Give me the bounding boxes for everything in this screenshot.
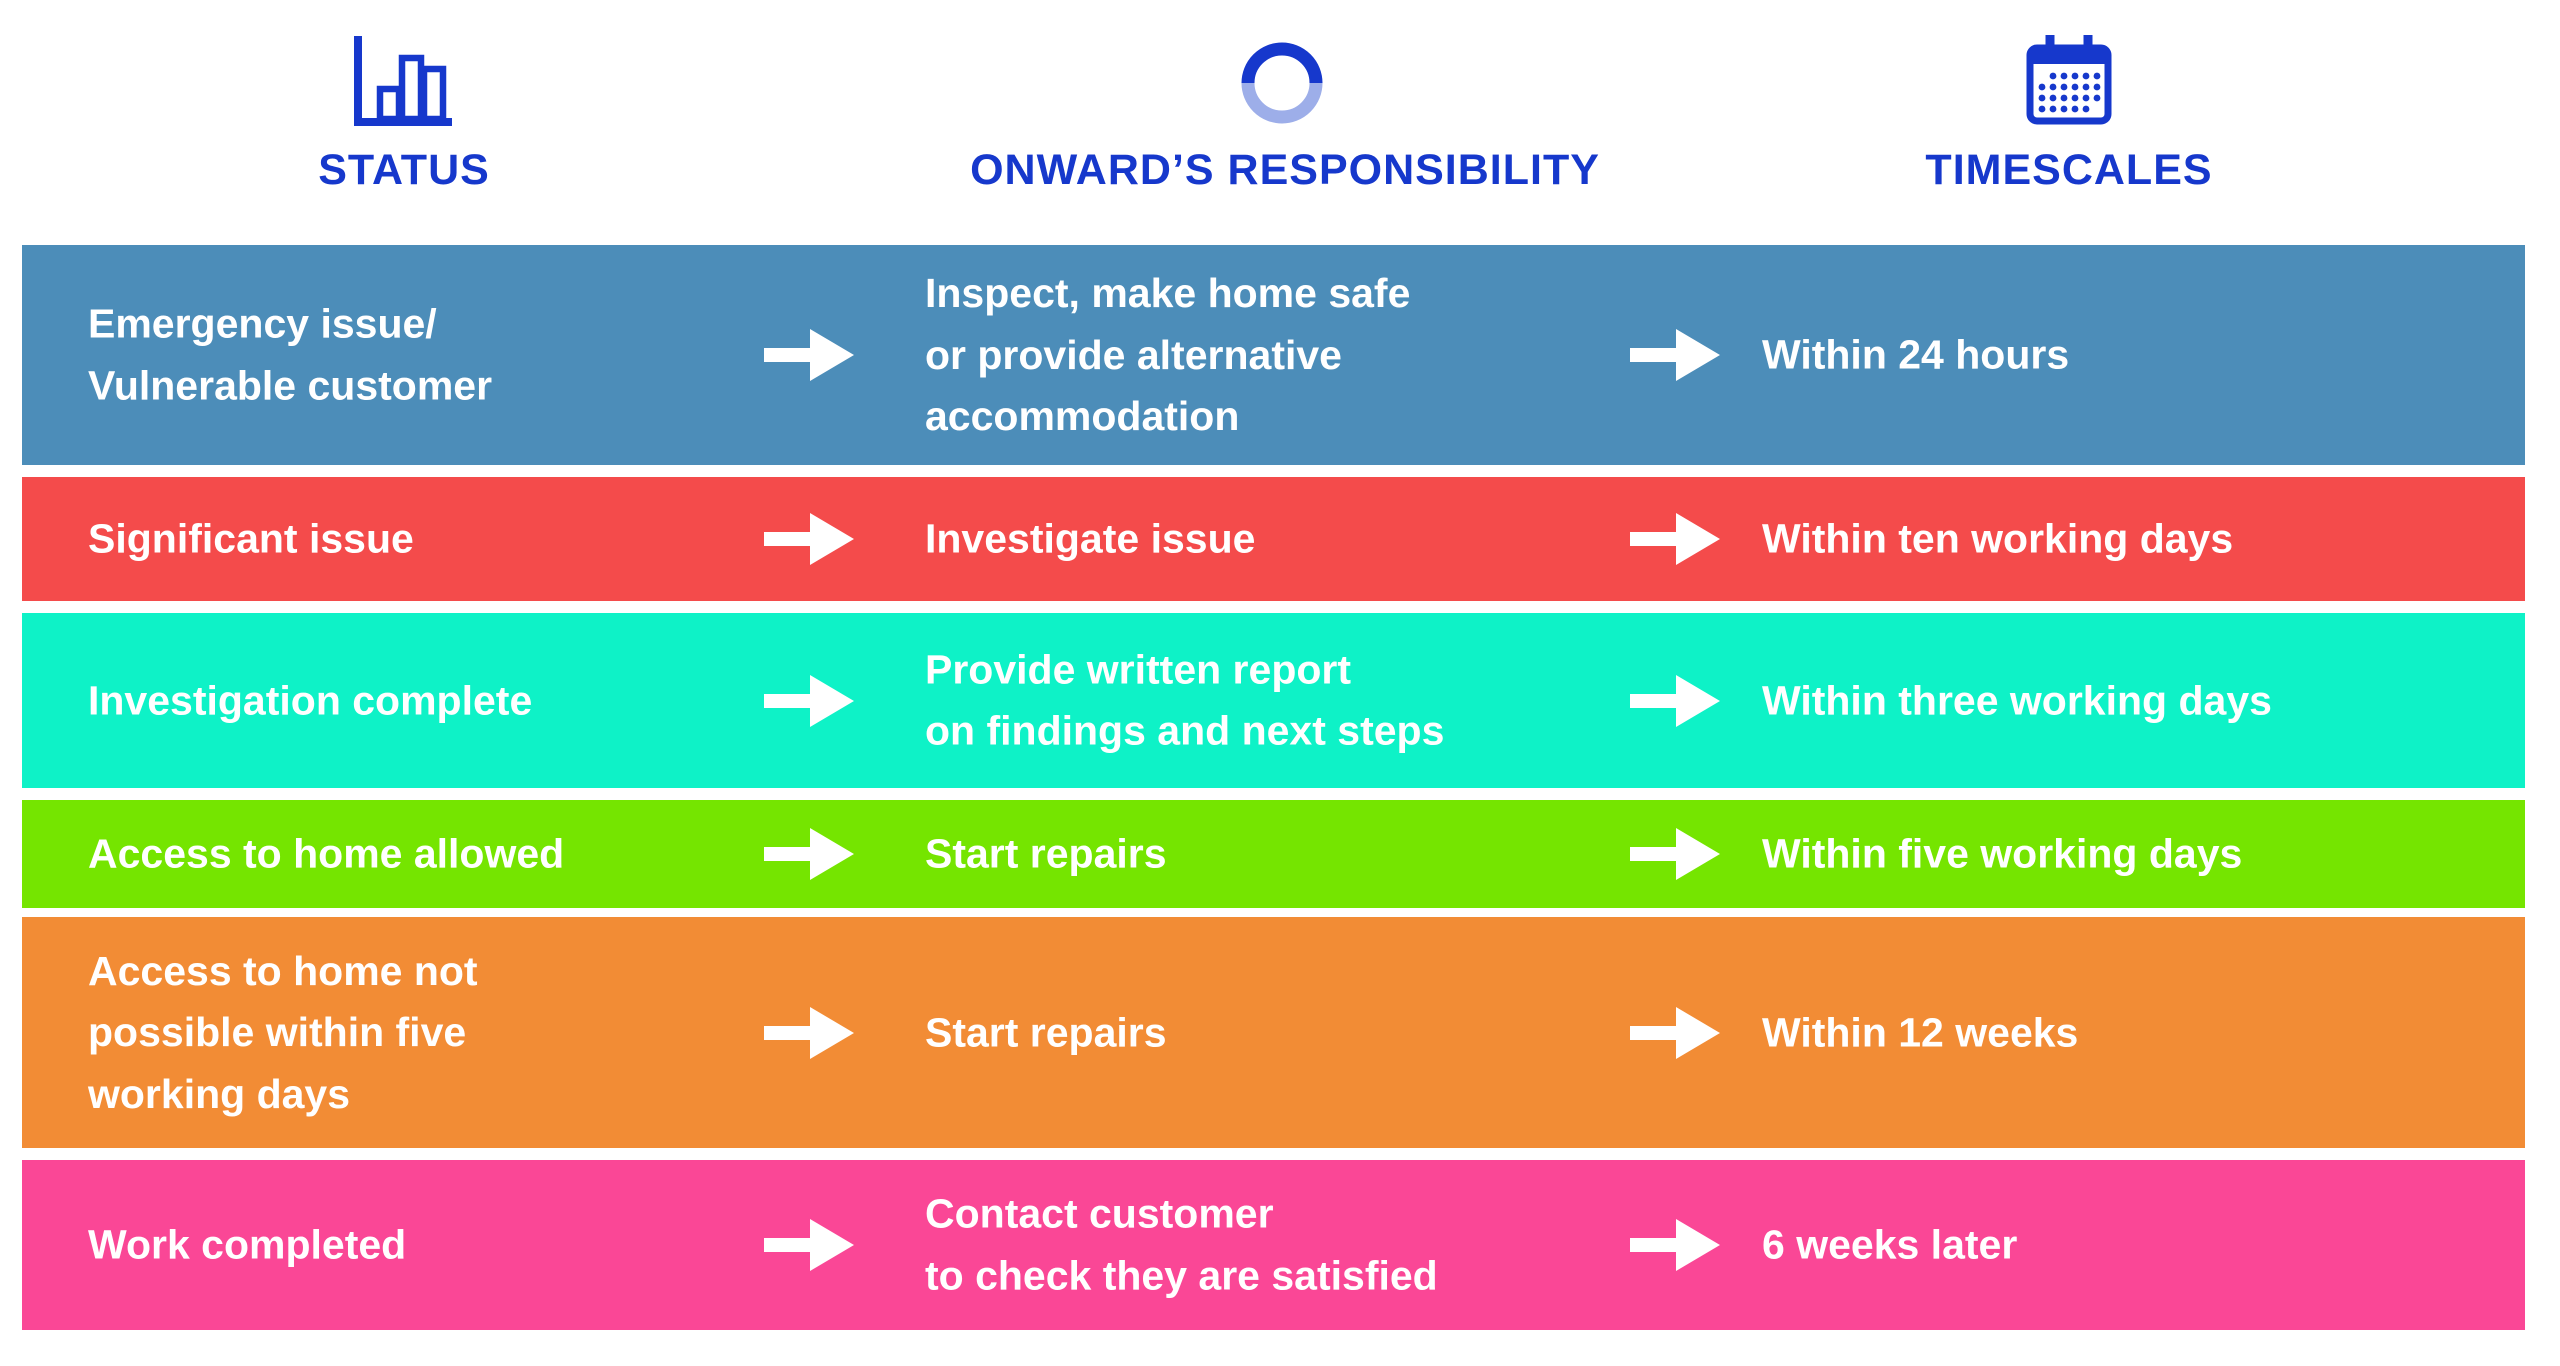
arrow-right-icon	[1630, 509, 1720, 569]
arrow-right-icon	[764, 1215, 854, 1275]
timescale-cell: Within three working days	[1762, 676, 2272, 723]
timescale-cell: Within five working days	[1762, 830, 2243, 877]
timescale-cell: Within 24 hours	[1762, 331, 2070, 378]
responsibility-cell: Investigate issue	[925, 515, 1256, 562]
status-cell: Work completed	[88, 1221, 407, 1268]
arrow-right-icon	[1630, 824, 1720, 884]
table-row-access-allowed: Access to home allowed Start repairs Wit…	[22, 800, 2525, 908]
progress-ring-icon	[1240, 41, 1324, 125]
arrow-right-icon	[764, 824, 854, 884]
arrow-right-icon	[764, 671, 854, 731]
responsibility-cell: Contact customer to check they are satis…	[925, 1190, 1438, 1299]
table-row-access-not-possible: Access to home not possible within five …	[22, 917, 2525, 1148]
column-header-responsibility: ONWARD’S RESPONSIBILITY	[970, 146, 1600, 194]
table-row-investigation: Investigation complete Provide written r…	[22, 613, 2525, 788]
status-cell: Access to home not possible within five …	[88, 947, 478, 1117]
table-row-emergency: Emergency issue/ Vulnerable customer Ins…	[22, 245, 2525, 465]
arrow-right-icon	[1630, 671, 1720, 731]
responsibility-cell: Inspect, make home safe or provide alter…	[925, 269, 1411, 439]
table-row-work-completed: Work completed Contact customer to check…	[22, 1160, 2525, 1330]
calendar-icon	[2025, 33, 2113, 125]
status-cell: Emergency issue/ Vulnerable customer	[88, 300, 493, 409]
table-row-significant: Significant issue Investigate issue With…	[22, 477, 2525, 601]
timescale-cell: Within ten working days	[1762, 515, 2234, 562]
bar-chart-icon	[353, 36, 453, 126]
arrow-right-icon	[1630, 1215, 1720, 1275]
arrow-right-icon	[764, 325, 854, 385]
arrow-right-icon	[764, 1003, 854, 1063]
arrow-right-icon	[1630, 325, 1720, 385]
status-cell: Investigation complete	[88, 676, 533, 723]
responsibility-cell: Provide written report on findings and n…	[925, 646, 1445, 754]
responsibility-cell: Start repairs	[925, 830, 1167, 877]
column-header-timescales: TIMESCALES	[1925, 146, 2213, 194]
column-header-status: STATUS	[318, 146, 490, 194]
responsibility-cell: Start repairs	[925, 1008, 1167, 1055]
timescale-cell: Within 12 weeks	[1762, 1008, 2079, 1055]
arrow-right-icon	[1630, 1003, 1720, 1063]
arrow-right-icon	[764, 509, 854, 569]
status-cell: Access to home allowed	[88, 830, 565, 877]
timescale-cell: 6 weeks later	[1762, 1221, 2018, 1268]
status-cell: Significant issue	[88, 515, 414, 562]
